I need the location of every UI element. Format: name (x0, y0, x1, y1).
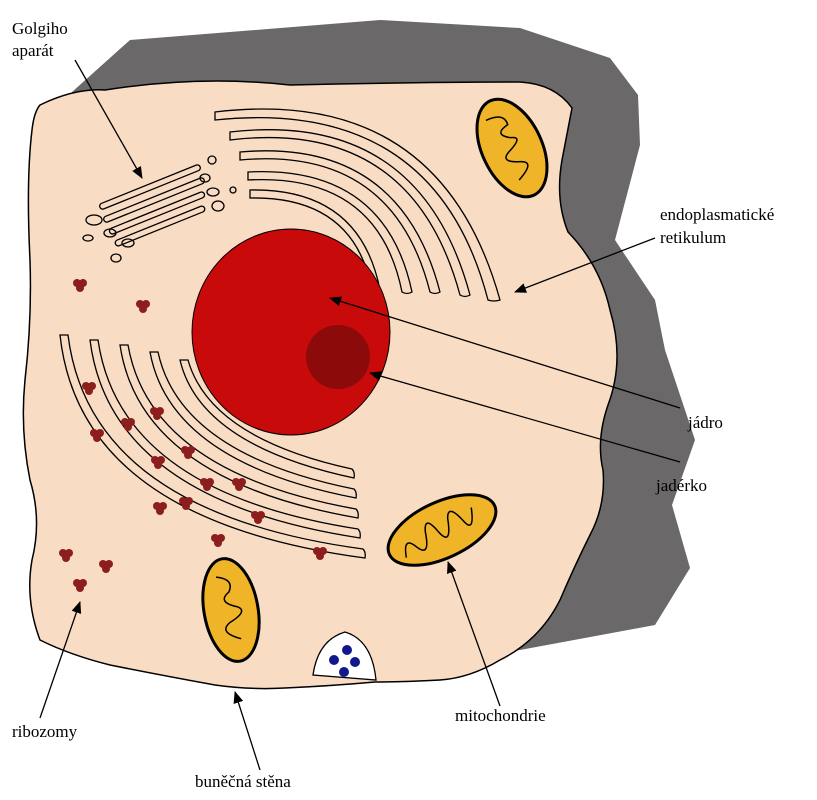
label-nucleus: jádro (687, 413, 723, 432)
label-mitochondria: mitochondrie (455, 706, 546, 725)
label-er-line2: retikulum (660, 228, 726, 247)
arrow-cell-wall (235, 692, 260, 770)
label-er-line1: endoplasmatické (660, 205, 774, 224)
label-golgi-line1: Golgiho (12, 19, 68, 38)
nucleus (192, 229, 390, 435)
label-cell-wall: buněčná stěna (195, 772, 291, 791)
nucleolus (306, 325, 370, 389)
label-golgi-line2: aparát (12, 41, 54, 60)
label-nucleolus: jadérko (655, 476, 707, 495)
label-ribosomes: ribozomy (12, 722, 78, 741)
